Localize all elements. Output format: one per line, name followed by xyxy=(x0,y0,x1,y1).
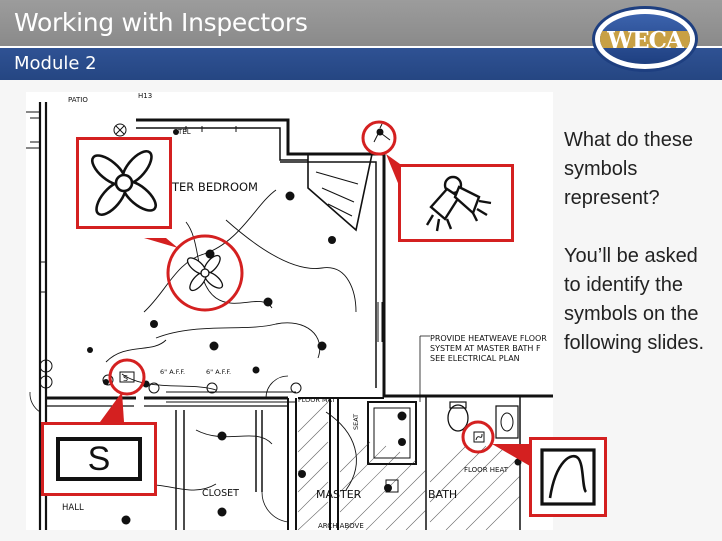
label-arch-above: ARCH ABOVE xyxy=(318,522,364,530)
highlight-switch xyxy=(108,358,146,396)
switch-icon: S xyxy=(56,437,142,481)
pointer-flood-light xyxy=(386,154,400,188)
label-aff-2: 6" A.F.F. xyxy=(206,368,231,376)
room-label-bath: BATH xyxy=(428,488,457,501)
plan-fan-icon xyxy=(186,254,224,292)
ceiling-fan-icon xyxy=(91,150,157,216)
slide-title: Working with Inspectors xyxy=(14,8,308,37)
room-label-closet: CLOSET xyxy=(202,488,239,499)
highlight-flood-light xyxy=(361,120,397,156)
callout-flood-light xyxy=(398,164,514,242)
weca-logo: WECA xyxy=(592,6,698,72)
flood-light-icon xyxy=(425,175,492,232)
logo-text: WECA xyxy=(607,27,684,54)
switch-symbol-label: S xyxy=(87,440,111,478)
callout-thermostat xyxy=(529,437,607,517)
plan-switch-label: S xyxy=(123,374,128,383)
plan-note-1: PROVIDE HEATWEAVE FLOOR xyxy=(430,334,547,343)
pointer-fan xyxy=(144,238,178,248)
plan-note-3: SEE ELECTRICAL PLAN xyxy=(430,354,520,363)
room-label-hall: HALL xyxy=(62,503,84,513)
room-label-master-bedroom: TER BEDROOM xyxy=(171,180,258,194)
highlight-fan xyxy=(166,234,244,312)
question-text: What do these symbols represent? xyxy=(564,129,693,209)
side-text: What do these symbols represent? You’ll … xyxy=(564,126,714,387)
label-floor-mat: FLOOR MAT xyxy=(298,396,335,404)
label-aff-1: 6" A.F.F. xyxy=(160,368,185,376)
plan-thermostat-icon xyxy=(473,431,485,443)
plan-note-2: SYSTEM AT MASTER BATH F xyxy=(430,344,541,353)
label-seat: SEAT xyxy=(352,414,360,430)
pointer-thermostat xyxy=(492,444,530,466)
highlight-thermostat xyxy=(461,420,495,454)
callout-switch: S xyxy=(41,422,157,496)
label-h13: H13 xyxy=(138,92,152,100)
plan-flood-light-icon xyxy=(373,123,391,143)
label-floor-heat: FLOOR HEAT xyxy=(464,466,509,474)
module-label: Module 2 xyxy=(14,53,97,74)
room-label-master: MASTER xyxy=(316,488,362,501)
thermostat-icon xyxy=(540,448,596,506)
label-patio: PATIO xyxy=(68,96,88,104)
instruction-text: You’ll be asked to identify the symbols … xyxy=(564,245,705,354)
label-tel: TEL xyxy=(177,128,191,136)
callout-ceiling-fan xyxy=(76,137,172,229)
pointer-switch xyxy=(100,392,124,422)
